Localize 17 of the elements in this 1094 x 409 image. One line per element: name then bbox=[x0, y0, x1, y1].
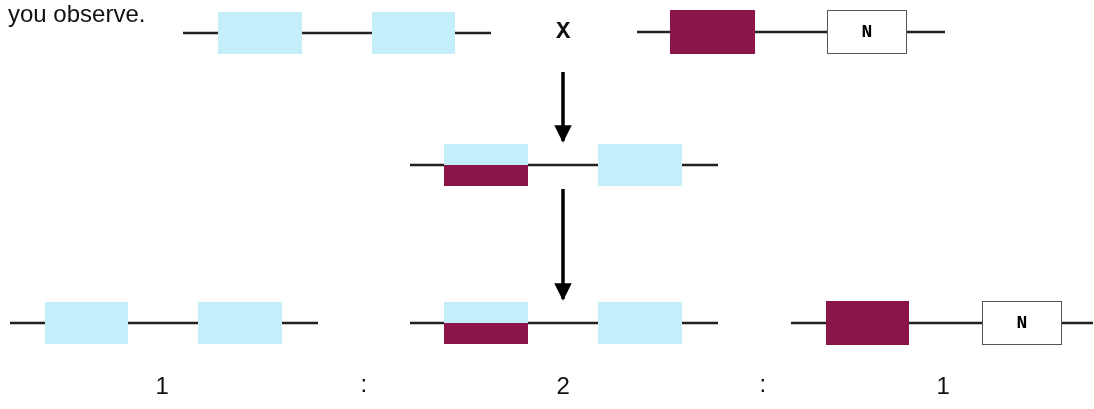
chromosome-drawing bbox=[10, 302, 318, 344]
ratio-separator: : bbox=[759, 370, 767, 398]
ratio-number: 1 bbox=[155, 372, 169, 400]
cross-symbol: X bbox=[556, 18, 571, 45]
ratio-number: 1 bbox=[936, 372, 950, 400]
gene-box: N bbox=[982, 301, 1062, 345]
arrow bbox=[554, 72, 572, 143]
chromosome-drawing bbox=[791, 301, 1093, 345]
chromosome-drawing bbox=[410, 302, 718, 344]
chromosome-drawing bbox=[637, 10, 945, 54]
chromosome-drawing bbox=[410, 144, 718, 186]
gene-box: N bbox=[827, 10, 907, 54]
note: you observe. bbox=[8, 0, 146, 28]
chromosome-drawing bbox=[183, 12, 491, 54]
arrow bbox=[554, 189, 572, 301]
ratio-separator: : bbox=[360, 370, 368, 398]
ratio-number: 2 bbox=[556, 372, 570, 400]
